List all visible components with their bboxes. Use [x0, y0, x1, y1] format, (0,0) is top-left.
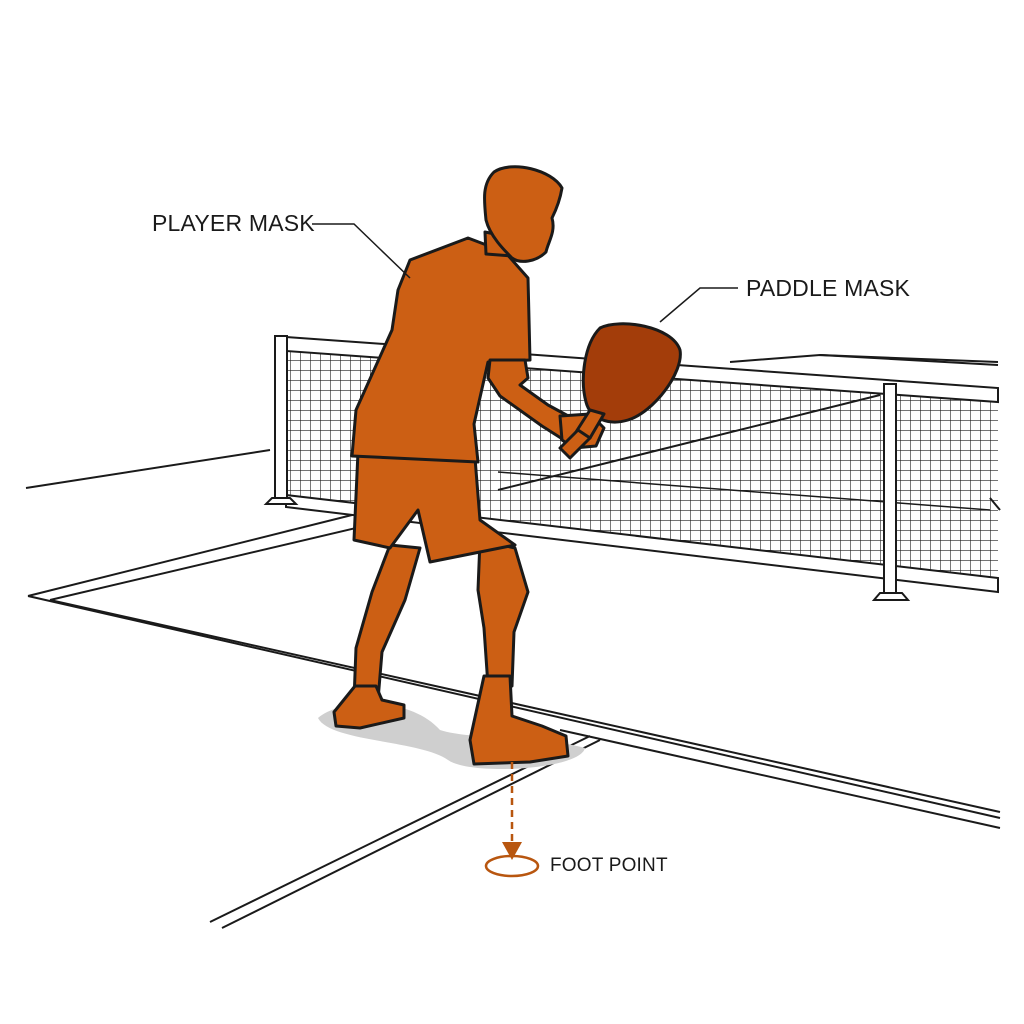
player-mask-label: PLAYER MASK: [152, 210, 315, 236]
player-mask: [332, 165, 606, 766]
foot-point-indicator: [484, 762, 540, 878]
paddle-mask-label: PADDLE MASK: [746, 275, 911, 301]
paddle-mask-leader-line: [659, 287, 738, 323]
net-post-left: [263, 335, 299, 505]
court-lines: [25, 353, 1001, 929]
paddle-mask: [558, 322, 682, 460]
ellipse-target-icon: [484, 854, 540, 878]
net-post-right: [871, 383, 911, 601]
foot-point-label: FOOT POINT: [550, 855, 668, 876]
player-mask-leader-line: [312, 223, 411, 279]
